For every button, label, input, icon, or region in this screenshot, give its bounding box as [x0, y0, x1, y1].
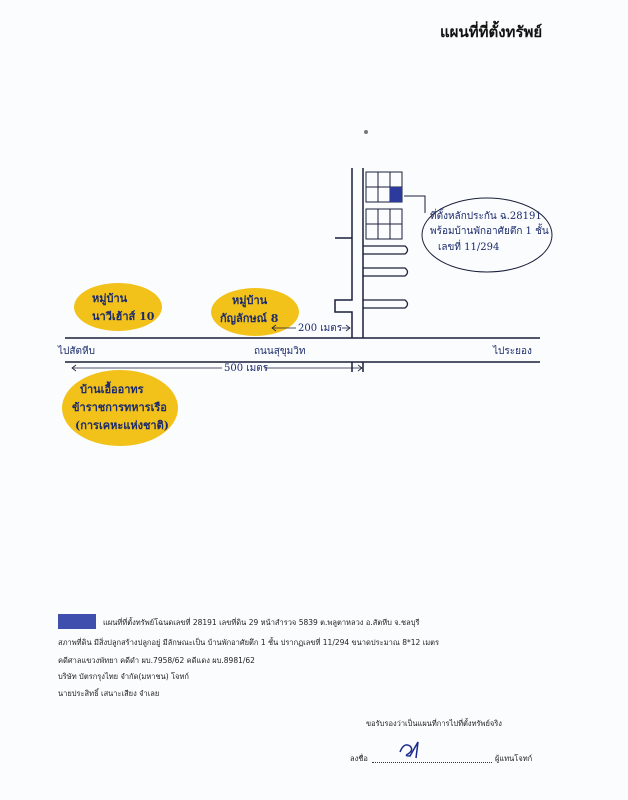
- legend-line-1: แผนที่ที่ตั้งทรัพย์โฉนดเลขที่ 28191 เลขท…: [103, 618, 420, 627]
- collateral-plot: [390, 187, 402, 202]
- callout-text-1: ที่ตั้งหลักประกัน ฉ.28191: [430, 208, 542, 222]
- legend-line-3: คดีศาลแขวงพัทยา คดีดำ ผบ.7958/62 คดีแดง …: [58, 656, 255, 665]
- legend-line-4: บริษัท บัตรกรุงไทย จำกัด(มหาชน) โจทก์: [58, 672, 189, 681]
- village2-line1: หมู่บ้าน: [232, 294, 268, 308]
- dist-200-label: 200 เมตร: [298, 323, 343, 334]
- village1-line1: หมู่บ้าน: [92, 292, 128, 306]
- sign-label: ลงชื่อ: [350, 754, 368, 763]
- soi-left-edge: [334, 168, 353, 338]
- road-left-label: ไปสัตหีบ: [57, 345, 95, 357]
- road-center-label: ถนนสุขุมวิท: [254, 346, 305, 357]
- handwritten-signature: [399, 741, 419, 759]
- paper-speck: [364, 130, 368, 134]
- village1-highlight: [74, 283, 162, 331]
- legend-line-5: นายประสิทธิ์ เสนาะเสียง จำเลย: [58, 689, 160, 698]
- legend-line-2: สภาพที่ดิน มีสิ่งปลูกสร้างปลูกอยู่ มีลัก…: [58, 638, 440, 647]
- callout-text-2: พร้อมบ้านพักอาศัยตึก 1 ชั้น: [430, 223, 549, 237]
- certify-text: ขอรับรองว่าเป็นแผนที่การไปที่ตั้งทรัพย์จ…: [366, 719, 502, 728]
- dist-200-arrow: [271, 324, 351, 332]
- dist-500-arrow: [71, 364, 363, 372]
- dist-500-label: 500 เมตร: [224, 363, 269, 374]
- callout-leader: [404, 195, 426, 213]
- callout-ellipse: [421, 197, 553, 273]
- plot-grid-lower: [365, 208, 403, 240]
- village1-line2: นาวีเฮ้าส์ 10: [92, 310, 155, 323]
- branch-road-2: [363, 267, 409, 277]
- legend-swatch: [58, 614, 96, 629]
- landmark-line1: บ้านเอื้ออาทร: [80, 381, 144, 396]
- landmark-line3: (การเคหะแห่งชาติ): [75, 419, 169, 432]
- branch-road-3: [363, 299, 409, 309]
- sign-role: ผู้แทนโจทก์: [495, 754, 533, 763]
- landmark-highlight: [62, 370, 178, 446]
- page-title: แผนที่ที่ตั้งทรัพย์: [440, 23, 543, 41]
- branch-road-1: [363, 245, 409, 255]
- callout-text-3: เลขที่ 11/294: [438, 239, 499, 253]
- signature-line: [372, 762, 492, 763]
- village2-highlight: [211, 288, 299, 336]
- road-right-label: ไประยอง: [492, 345, 532, 357]
- village2-line2: กัญลักษณ์ 8: [220, 312, 279, 325]
- landmark-line2: ข้าราชการทหารเรือ: [72, 401, 167, 414]
